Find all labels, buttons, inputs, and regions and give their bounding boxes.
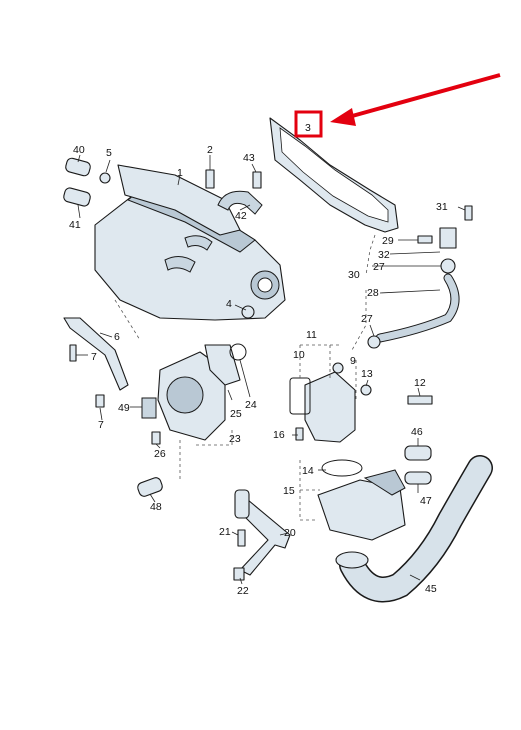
pipe-part-45 bbox=[335, 455, 493, 603]
leader-lines bbox=[76, 154, 466, 585]
hose-part-28 bbox=[375, 273, 460, 343]
callout-46: 46 bbox=[411, 426, 423, 438]
callout-20: 20 bbox=[284, 527, 296, 539]
sensor-part-32 bbox=[439, 227, 457, 249]
bolt-part-4 bbox=[241, 305, 255, 319]
callout-48: 48 bbox=[150, 501, 162, 513]
callout-49: 49 bbox=[118, 402, 130, 414]
callout-28: 28 bbox=[367, 287, 379, 299]
gasket-part-3 bbox=[269, 117, 399, 233]
bolt-part-7b bbox=[95, 394, 105, 408]
callout-41: 41 bbox=[69, 219, 81, 231]
sensor-part-12 bbox=[407, 395, 433, 405]
callout-12: 12 bbox=[414, 377, 426, 389]
bolt-part-21 bbox=[237, 529, 246, 547]
callout-30: 30 bbox=[348, 269, 360, 281]
callout-23: 23 bbox=[229, 433, 241, 445]
callout-43: 43 bbox=[243, 152, 255, 164]
clamp-part-46 bbox=[404, 445, 432, 461]
bolt-part-16 bbox=[295, 427, 304, 441]
callout-24: 24 bbox=[245, 399, 257, 411]
callout-45: 45 bbox=[425, 583, 437, 595]
callout-16: 16 bbox=[273, 429, 285, 441]
callout-7-top: 7 bbox=[91, 351, 97, 363]
callout-10: 10 bbox=[293, 349, 305, 361]
bolt-part-31 bbox=[464, 205, 473, 221]
egr-valve-assembly-part-23 bbox=[141, 344, 241, 441]
bolt-part-22 bbox=[233, 567, 245, 581]
callout-labels: 3 40 5 2 43 1 42 41 31 29 32 27 30 28 4 … bbox=[69, 122, 448, 597]
group-lines bbox=[114, 234, 376, 521]
callout-27-top: 27 bbox=[373, 261, 385, 273]
callout-2: 2 bbox=[207, 144, 213, 156]
callout-25: 25 bbox=[230, 408, 242, 420]
callout-9: 9 bbox=[350, 355, 356, 367]
callout-15: 15 bbox=[283, 485, 295, 497]
clamp-part-47 bbox=[404, 471, 432, 485]
bracket-part-6 bbox=[63, 317, 129, 391]
bolt-part-29 bbox=[417, 235, 433, 244]
callout-32: 32 bbox=[378, 249, 390, 261]
callout-6: 6 bbox=[114, 331, 120, 343]
callout-7-bottom: 7 bbox=[98, 419, 104, 431]
callout-31: 31 bbox=[436, 201, 448, 213]
callout-22: 22 bbox=[237, 585, 249, 597]
callout-21: 21 bbox=[219, 526, 231, 538]
callout-47: 47 bbox=[420, 495, 432, 507]
callout-13: 13 bbox=[361, 368, 373, 380]
bolt-part-7a bbox=[69, 344, 77, 362]
callout-26: 26 bbox=[154, 448, 166, 460]
callout-27-bottom: 27 bbox=[361, 313, 373, 325]
housing-part-11 bbox=[289, 362, 356, 443]
hose-part-42 bbox=[217, 171, 263, 215]
callout-1: 1 bbox=[177, 167, 183, 179]
callout-11: 11 bbox=[306, 329, 317, 341]
gasket-part-24 bbox=[229, 343, 247, 361]
intake-manifold-part-1 bbox=[94, 164, 286, 321]
clamp-part-41 bbox=[63, 187, 91, 207]
clamp-part-48 bbox=[137, 477, 163, 497]
highlight-box bbox=[294, 110, 323, 138]
highlight-arrow bbox=[330, 73, 501, 126]
callout-5: 5 bbox=[106, 147, 112, 159]
bolt-part-5 bbox=[99, 172, 111, 184]
clamp-part-40 bbox=[65, 157, 91, 177]
bolt-part-13 bbox=[360, 384, 372, 396]
callout-14: 14 bbox=[302, 465, 314, 477]
bracket-part-20 bbox=[234, 489, 291, 576]
sensor-part-2 bbox=[205, 155, 215, 189]
callout-4: 4 bbox=[226, 298, 232, 310]
callout-40: 40 bbox=[73, 144, 85, 156]
callout-29: 29 bbox=[382, 235, 394, 247]
callout-42: 42 bbox=[235, 210, 247, 222]
bolt-part-26 bbox=[151, 431, 161, 445]
callout-3: 3 bbox=[305, 122, 311, 134]
egr-cooler-part-15 bbox=[317, 459, 406, 541]
